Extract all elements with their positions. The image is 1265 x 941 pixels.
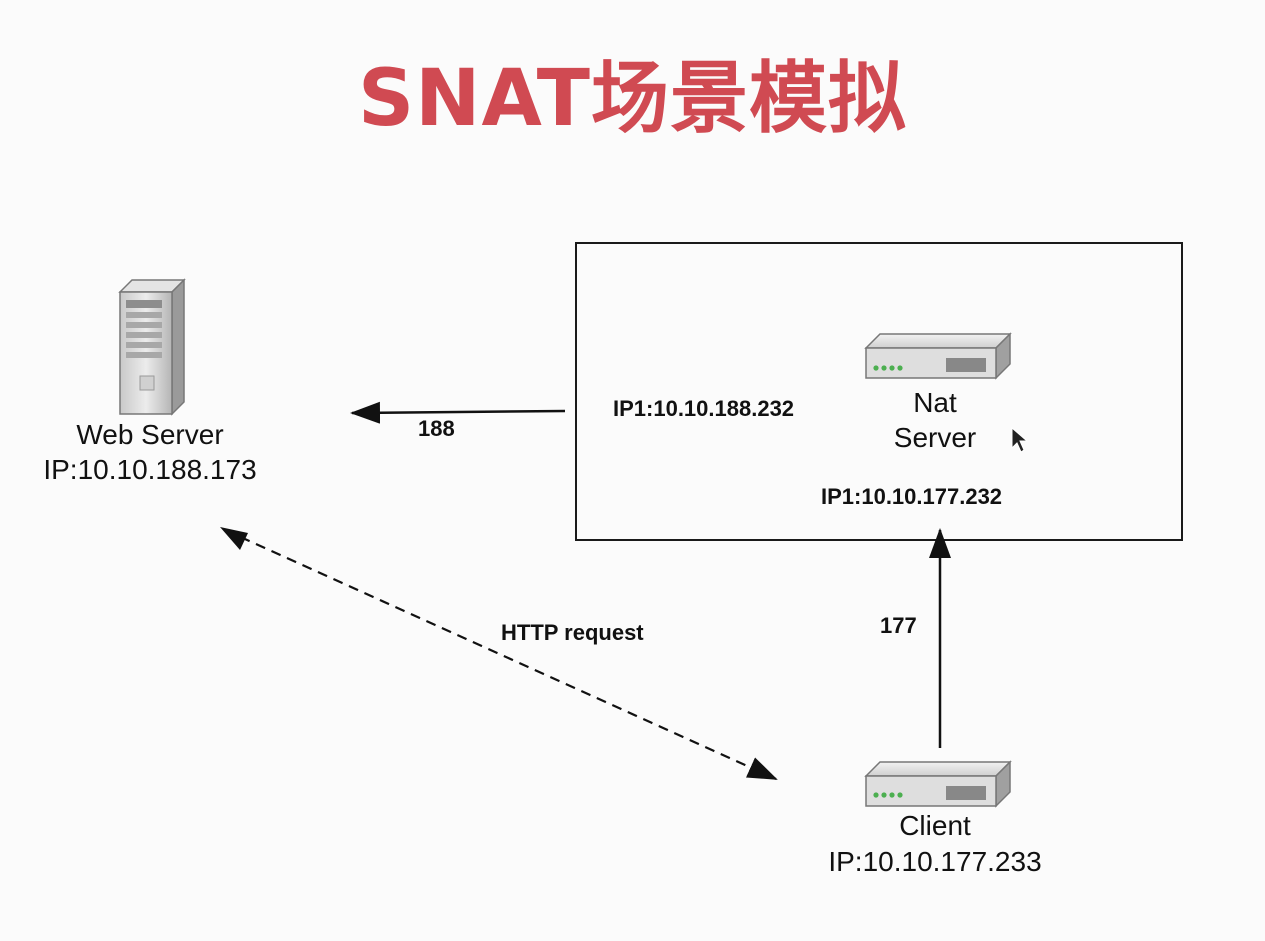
web-server-ip: IP:10.10.188.173: [43, 454, 257, 485]
label-http-request: HTTP request: [501, 620, 644, 645]
mouse-cursor-icon: [1011, 426, 1029, 453]
nat-network-box: [575, 242, 1183, 541]
nat-inner-ip: IP1:10.10.177.232: [821, 484, 1003, 509]
nat-server-icon: [864, 332, 1012, 380]
nat-outer-ip: IP1:10.10.188.232: [613, 396, 795, 421]
nat-to-web-arrow: [350, 401, 566, 424]
client-ip: IP:10.10.177.233: [828, 846, 1042, 877]
http-request-arrow-start: [220, 527, 248, 550]
web-server-name: Web Server: [76, 419, 224, 450]
page-title: SNAT场景模拟: [358, 54, 907, 144]
http-request-arrow: [224, 528, 778, 781]
nat-server-name-line2: Server: [893, 422, 977, 453]
client-icon: [864, 760, 1012, 808]
nat-server-name-line1: Nat: [913, 387, 957, 418]
client-name: Client: [899, 810, 971, 841]
web-server-icon: [118, 278, 186, 416]
label-188: 188: [418, 416, 455, 441]
label-177: 177: [880, 613, 917, 638]
